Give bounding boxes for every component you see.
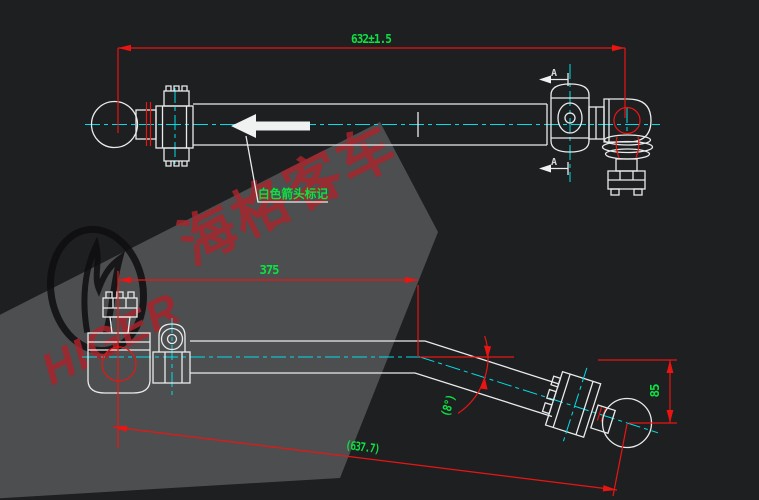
- watermark-band: [0, 122, 438, 499]
- angle-arrowhead: [479, 376, 488, 390]
- angle-arc: [457, 335, 489, 414]
- clamp-bottom-nut: [163, 147, 190, 162]
- arrow-note-text: 白色箭头标记: [258, 186, 328, 201]
- boot-rib-3: [604, 148, 651, 160]
- note-leader-line: [245, 135, 328, 203]
- socket-inner-arc: [557, 102, 583, 134]
- adjuster-serration: [541, 402, 553, 415]
- ball-housing-left: [87, 332, 151, 394]
- higer-logo-glyph: [81, 236, 125, 335]
- bent-rod-bottom-line: [190, 372, 553, 418]
- socket-inner-circle: [564, 112, 576, 124]
- dim-arrowhead: [118, 276, 131, 284]
- castle-nut-tab: [610, 188, 620, 196]
- section-label-top: A: [551, 68, 557, 79]
- hidden-ball-left: [101, 346, 137, 382]
- castle-nut-right-slots: [608, 171, 645, 181]
- clamp-bottom-nut-castellation: [165, 161, 188, 167]
- dim-arrowhead: [118, 44, 131, 52]
- section-label-bottom: A: [551, 157, 557, 168]
- hidden-lines-neck: [145, 102, 152, 146]
- white-arrow-marking: [231, 114, 310, 138]
- section-arrowhead: [539, 164, 551, 173]
- dim-aligned-length: (637.7): [112, 423, 628, 497]
- boot-rib-1: [603, 134, 652, 146]
- dim-straight-length-text: 375: [260, 263, 280, 277]
- dim-bend-angle-text: (8°): [438, 393, 458, 418]
- socket-housing-lines: [551, 97, 589, 139]
- bent-rod-top-line: [190, 340, 560, 385]
- top-view: 白色箭头标记 A A: [85, 32, 660, 203]
- ball-neck-right: [589, 404, 617, 435]
- dimension-line: [112, 426, 618, 491]
- stud-neck: [615, 158, 638, 172]
- section-arrowhead: [539, 75, 551, 84]
- castle-nut-left-slots: [103, 298, 137, 309]
- section-mark-bottom: A: [539, 157, 569, 175]
- adjuster-serration: [550, 375, 562, 388]
- centerline-angled: [419, 356, 659, 434]
- boot-rib-2: [601, 140, 654, 154]
- dim-overall-length: 632±1.5: [117, 32, 626, 133]
- extension-line: [612, 423, 628, 497]
- ball-left-top-view: [90, 100, 139, 149]
- socket-housing: [550, 83, 590, 153]
- ball-housing-left-lines: [88, 341, 150, 351]
- hidden-ball-right: [613, 106, 641, 135]
- clamp-top-nut: [163, 90, 190, 107]
- clamp-ear-bolt-center: [166, 333, 178, 345]
- dim-arrowhead: [602, 485, 617, 492]
- clamp-ear: [158, 323, 186, 352]
- clamp-body-lines: [164, 352, 183, 383]
- dim-arrowhead: [666, 410, 674, 423]
- dim-arrowhead: [612, 44, 625, 52]
- dim-arrowhead: [113, 425, 128, 432]
- dim-overall-length-text: 632±1.5: [351, 32, 392, 46]
- castle-nut-left-castellation: [105, 291, 135, 298]
- hidden-lines-boot: [615, 136, 640, 159]
- dim-drop-height: 85: [598, 359, 677, 424]
- castle-nut-tab: [633, 188, 643, 196]
- centerline-adjuster: [562, 367, 588, 443]
- clamp-body-bottom: [152, 351, 191, 384]
- dim-arrowhead: [666, 360, 674, 373]
- section-mark-top: A: [539, 68, 569, 86]
- dim-bend-angle: (8°): [420, 335, 514, 418]
- adjuster-lines: [552, 373, 594, 435]
- clamp-ear-bolt: [160, 327, 184, 351]
- dim-arrowhead: [405, 276, 418, 284]
- dim-straight-length: 375: [117, 263, 419, 448]
- clamp-top-nut-castellation: [165, 85, 188, 91]
- angle-arrowhead: [484, 345, 492, 358]
- adjuster-serration: [545, 388, 557, 402]
- adjuster-clamp-right: [541, 367, 617, 443]
- dim-drop-height-text: 85: [648, 384, 662, 398]
- dim-aligned-length-text: (637.7): [345, 438, 380, 456]
- bottom-view: 375 (8°) 85 (637.7): [82, 263, 677, 497]
